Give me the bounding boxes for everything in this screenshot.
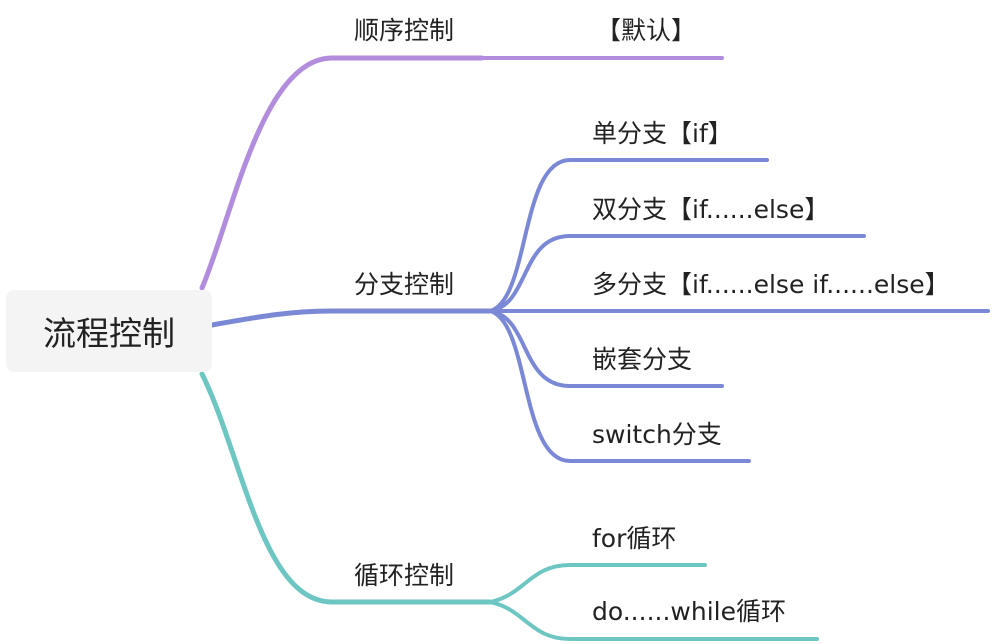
edge-branch-double [488, 234, 866, 313]
subtopic-single-branch[interactable]: 单分支【if】 [592, 119, 733, 148]
edge-branch-switch [488, 309, 751, 463]
subtopic-multi-branch[interactable]: 多分支【if......else if......else】 [592, 270, 950, 299]
edge-root-branch [209, 308, 493, 328]
edge-branch-nested [488, 309, 724, 388]
edge-branch-single [488, 158, 769, 313]
subtopic-double-branch[interactable]: 双分支【if......else】 [592, 195, 830, 224]
subtopic-nested-branch[interactable]: 嵌套分支 [592, 345, 693, 374]
topic-sequence-control[interactable]: 顺序控制 [354, 16, 455, 45]
subtopic-for-loop[interactable]: for循环 [592, 524, 677, 553]
topic-branch-control[interactable]: 分支控制 [354, 270, 455, 299]
root-topic-label: 流程控制 [43, 314, 175, 353]
edge-root-sequence [199, 55, 485, 291]
edge-loop-for [488, 563, 707, 604]
root-topic[interactable]: 流程控制 [6, 290, 212, 372]
subtopic-do-while-loop[interactable]: do......while循环 [592, 597, 786, 626]
subtopic-switch-branch[interactable]: switch分支 [592, 420, 722, 449]
topic-loop-control[interactable]: 循环控制 [354, 561, 455, 590]
edge-root-loop [199, 371, 493, 605]
edge-loop-dowhile [488, 600, 819, 641]
subtopic-default[interactable]: 【默认】 [596, 16, 697, 45]
